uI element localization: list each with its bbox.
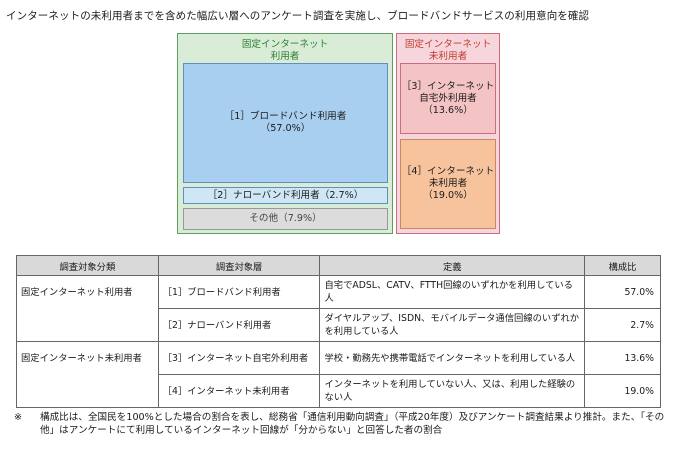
header-definition: 定義	[319, 255, 586, 276]
internet-nonusers-box: ［4］インターネット 未利用者 （19.0%）	[400, 139, 496, 229]
ratio-cell: 19.0%	[584, 374, 661, 408]
narrowband-label: ［2］ナローバンド利用者（2.7%）	[207, 189, 364, 201]
definition-cell: 自宅でADSL、CATV、FTTH回線のいずれかを利用している人	[319, 275, 586, 309]
broadband-label: ［1］ブロードバンド利用者	[224, 111, 347, 122]
fixed-users-title: 固定インターネット 利用者	[178, 39, 392, 63]
narrowband-users-box: ［2］ナローバンド利用者（2.7%）	[183, 187, 388, 204]
footnote: ※ 構成比は、全国民を100%とした場合の割合を表し、総務省「通信利用動向調査」…	[14, 412, 674, 437]
table-row: 固定インターネット利用者 ［1］ブロードバンド利用者 自宅でADSL、CATV、…	[16, 275, 661, 309]
category-cell-empty	[16, 308, 159, 342]
ratio-cell: 2.7%	[584, 308, 661, 342]
table-row: 固定インターネット未利用者 ［3］インターネット自宅外利用者 学校・勤務先や携帯…	[16, 341, 661, 375]
ratio-cell: 57.0%	[584, 275, 661, 309]
outside-ratio: （13.6%）	[423, 104, 473, 116]
layer-cell: ［3］インターネット自宅外利用者	[157, 341, 321, 375]
table-row: ［4］インターネット未利用者 インターネットを利用していない人、又は、利用した経…	[16, 374, 661, 408]
fixed-users-title-line1: 固定インターネット	[241, 39, 329, 50]
outside-label-line2: 自宅外利用者	[419, 92, 477, 104]
footnote-mark: ※	[14, 412, 23, 423]
fixed-users-title-line2: 利用者	[270, 51, 300, 62]
ratio-cell: 13.6%	[584, 341, 661, 375]
broadband-users-box: ［1］ブロードバンド利用者 （57.0%）	[183, 63, 388, 183]
other-box: その他（7.9%）	[183, 208, 388, 230]
category-cell: 固定インターネット利用者	[16, 275, 159, 309]
nonuser-label-line1: ［4］インターネット	[401, 166, 495, 177]
category-cell-empty	[16, 374, 159, 408]
category-cell: 固定インターネット未利用者	[16, 341, 159, 375]
broadband-ratio: （57.0%）	[260, 123, 311, 134]
table-header-row: 調査対象分類 調査対象層 定義 構成比	[16, 255, 661, 276]
outside-label-line1: ［3］インターネット	[401, 80, 495, 92]
definition-cell: ダイヤルアップ、ISDN、モバイルデータ通信回線のいずれかを利用している人	[319, 308, 586, 342]
outside-home-users-box: ［3］インターネット 自宅外利用者 （13.6%）	[400, 63, 496, 134]
other-label: その他（7.9%）	[249, 213, 322, 224]
nonuser-label-line2: 未利用者	[428, 178, 468, 189]
header-category: 調査対象分類	[16, 255, 159, 276]
header-layer: 調査対象層	[157, 255, 321, 276]
nonusers-title: 固定インターネット 未利用者	[397, 39, 499, 63]
survey-target-table: 調査対象分類 調査対象層 定義 構成比 固定インターネット利用者 ［1］ブロード…	[16, 255, 661, 408]
layer-cell: ［1］ブロードバンド利用者	[157, 275, 321, 309]
nonuser-ratio: （19.0%）	[423, 190, 473, 201]
nonusers-title-line2: 未利用者	[428, 51, 468, 62]
table-row: ［2］ナローバンド利用者 ダイヤルアップ、ISDN、モバイルデータ通信回線のいず…	[16, 308, 661, 342]
nonusers-title-line1: 固定インターネット	[404, 39, 492, 50]
layer-cell: ［4］インターネット未利用者	[157, 374, 321, 408]
definition-cell: インターネットを利用していない人、又は、利用した経験のない人	[319, 374, 586, 408]
header-text: インターネットの未利用者までを含めた幅広い層へのアンケート調査を実施し、ブロード…	[6, 10, 590, 22]
definition-cell: 学校・勤務先や携帯電話でインターネットを利用している人	[319, 341, 586, 375]
header-ratio: 構成比	[584, 255, 661, 276]
footnote-text: 構成比は、全国民を100%とした場合の割合を表し、総務省「通信利用動向調査」（平…	[40, 412, 665, 436]
layer-cell: ［2］ナローバンド利用者	[157, 308, 321, 342]
